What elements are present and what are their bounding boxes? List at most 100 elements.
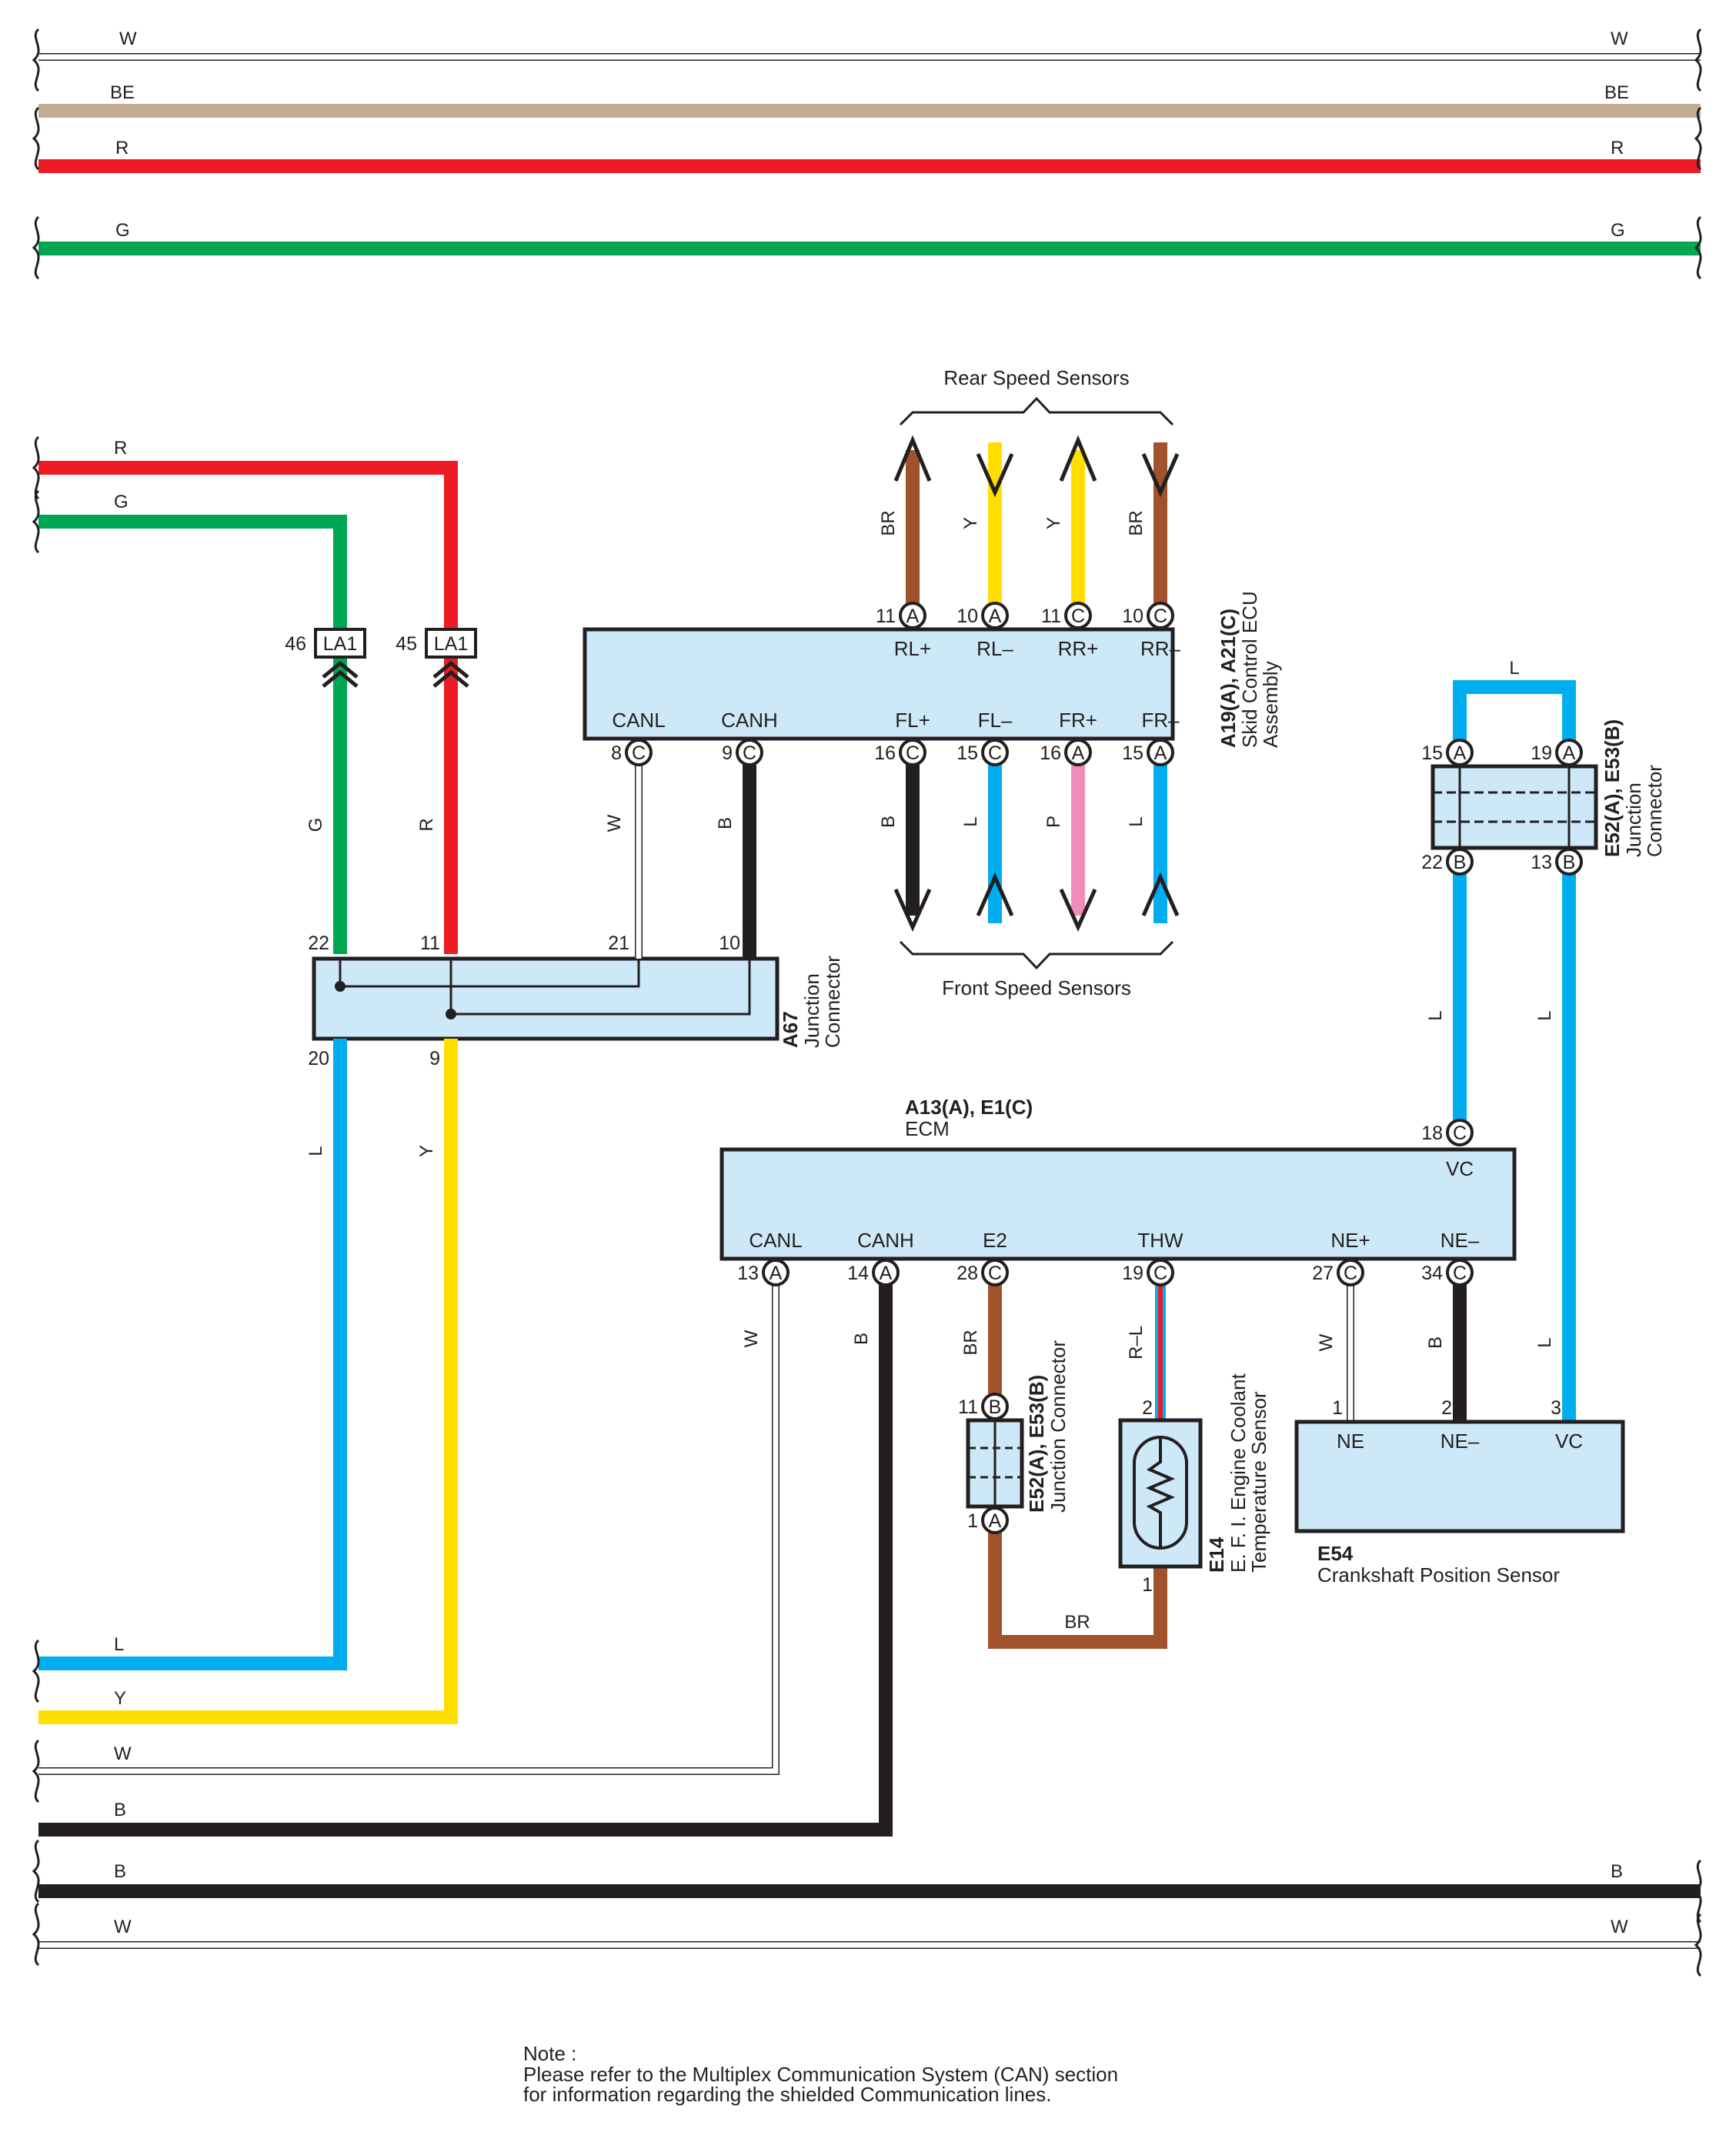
a67-code: A67 xyxy=(779,1011,802,1048)
rear-wire-rlm: Y xyxy=(960,442,1014,616)
ecm-pin-nep-conn: C xyxy=(1344,1263,1357,1284)
top-wire-be-label-right: BE xyxy=(1604,82,1629,103)
front-sensors-label: Front Speed Sensors xyxy=(942,976,1131,999)
e54-pin-1: 1 xyxy=(1332,1397,1343,1419)
ecu-sig-rrp: RR+ xyxy=(1058,637,1099,660)
left-wire-g-label: G xyxy=(114,492,129,512)
left-wire-b-label: B xyxy=(114,1800,126,1820)
note-line2: Please refer to the Multiplex Communicat… xyxy=(523,2063,1118,2086)
ecu-pin-canh-conn: C xyxy=(743,742,756,764)
la1-name-r: LA1 xyxy=(434,633,468,655)
ecm-sig-canh: CANH xyxy=(857,1229,914,1252)
top-wire-w-label-left: W xyxy=(119,28,137,49)
e14-pin-2: 2 xyxy=(1142,1397,1153,1419)
bottom-wire-w-label-left: W xyxy=(114,1917,132,1937)
a67-wire-g-label: G xyxy=(305,818,326,832)
front-wire-flp-label: B xyxy=(878,816,899,828)
rear-wire-rrm-label: BR xyxy=(1126,510,1147,536)
jc-right-pin-19-num: 19 xyxy=(1531,742,1552,764)
e14-pin-1: 1 xyxy=(1142,1574,1153,1596)
a67-desc-line1: Junction xyxy=(800,973,823,1048)
front-sensors-bracket: Front Speed Sensors xyxy=(899,940,1174,999)
ecu-pin-flm-conn: C xyxy=(988,742,1002,764)
ecu-pin-rrm: C 10 xyxy=(1122,602,1174,629)
ecm-pin-nem: C 34 xyxy=(1421,1259,1474,1286)
a67-pin-10: 10 xyxy=(719,933,740,954)
ecm-sig-canl: CANL xyxy=(749,1229,802,1252)
ecm-wire-thw-label: R–L xyxy=(1126,1326,1147,1360)
left-wire-l: L L xyxy=(38,1039,347,1670)
top-wire-g-label-left: G xyxy=(115,220,130,241)
e54-code: E54 xyxy=(1317,1542,1354,1565)
ecm-wire-nep: W xyxy=(1316,1273,1354,1422)
jc-small-desc: Junction Connector xyxy=(1047,1340,1070,1513)
e54-crankshaft-sensor: NE NE– VC 1 2 3 E54 Crankshaft Position … xyxy=(1294,1397,1625,1586)
jc-right-pin-22-num: 22 xyxy=(1421,852,1443,873)
ecm-wire-nep-label: W xyxy=(1316,1333,1337,1351)
e54-sig-ne: NE xyxy=(1337,1430,1364,1453)
jc-right-pin-13: B 13 xyxy=(1531,848,1583,876)
jc-right-pin-22: B 22 xyxy=(1421,848,1474,876)
bottom-wire-w-label-right: W xyxy=(1611,1917,1628,1937)
note-line3: for information regarding the shielded C… xyxy=(523,2083,1051,2106)
left-wire-b: B B xyxy=(38,1273,893,1837)
jc-right-pin-13-num: 13 xyxy=(1531,852,1552,873)
jc-small-connector: E52(A), E53(B) Junction Connector xyxy=(966,1340,1070,1513)
ecm-wire-canl-label: W xyxy=(741,1330,762,1347)
rear-wire-rrp: Y xyxy=(1043,435,1097,616)
ecu-pin-rrp-conn: C xyxy=(1071,606,1085,627)
ecu-pin-canl-num: 8 xyxy=(611,742,622,764)
left-wire-g: G xyxy=(38,492,347,954)
top-wire-r-label-left: R xyxy=(115,138,129,158)
front-wire-frm-label: L xyxy=(1126,816,1147,826)
ecu-pin-canl: C 8 xyxy=(611,739,653,766)
a67-wire-y-label: Y xyxy=(416,1145,437,1157)
ecu-sig-rlm: RL– xyxy=(976,637,1013,660)
la1-pin-46: 46 xyxy=(285,633,306,655)
jc-right-wires: L L L xyxy=(1425,658,1576,1422)
ecu-sig-frp: FR+ xyxy=(1059,709,1097,732)
ecu-pin-rrm-conn: C xyxy=(1153,606,1167,627)
ecu-sig-canh: CANH xyxy=(721,709,778,732)
left-upper-braces xyxy=(32,435,40,554)
jc-right-desc-line2: Connector xyxy=(1643,765,1666,857)
rear-wire-rlm-label: Y xyxy=(960,517,981,529)
ecu-pin-frm-conn: A xyxy=(1154,742,1167,764)
left-wire-l-label: L xyxy=(114,1634,124,1655)
ecu-pin-flm: C 15 xyxy=(956,739,1009,766)
left-wire-r-label: R xyxy=(114,438,127,459)
ecm-pin-nem-conn: C xyxy=(1453,1263,1467,1284)
e14-loop-wire-label: BR xyxy=(1064,1612,1090,1633)
e54-sig-nem: NE– xyxy=(1441,1430,1480,1453)
e54-pin-3: 3 xyxy=(1551,1397,1561,1419)
jc-right-pin-19: A 19 xyxy=(1531,739,1583,766)
a67-junction-connector: 22 11 21 10 20 9 A67 Junction Connector xyxy=(308,933,844,1069)
skid-control-ecu: RL+ RL– RR+ RR– CANL CANH FL+ FL– FR+ FR… xyxy=(583,591,1282,748)
ecu-pin-canh-num: 9 xyxy=(722,742,733,764)
ecm-sig-nem: NE– xyxy=(1441,1229,1480,1252)
top-wire-w-label-right: W xyxy=(1611,28,1628,49)
ecm-sig-vc: VC xyxy=(1446,1157,1474,1180)
bottom-wire-b-label-left: B xyxy=(114,1861,126,1882)
ecu-desc-line1: Skid Control ECU xyxy=(1238,591,1261,748)
ecm-sig-thw: THW xyxy=(1137,1229,1183,1252)
ecu-pin-canh: C 9 xyxy=(722,739,763,766)
jc-small-pin-bot: A 1 xyxy=(967,1506,1009,1534)
ecm-code: A13(A), E1(C) xyxy=(905,1096,1033,1119)
jc-right-pin-13-conn: B xyxy=(1563,852,1576,873)
bottom-wire-w: W W xyxy=(38,1917,1701,1949)
ecu-sig-flm: FL– xyxy=(978,709,1013,732)
ecm-pin-nem-num: 34 xyxy=(1421,1263,1443,1284)
jc-right-pin-19-conn: A xyxy=(1563,742,1576,764)
ecu-pin-rrp-num: 11 xyxy=(1041,606,1061,627)
jc-small-pin-top: B 11 xyxy=(958,1393,1009,1420)
ecu-pin-rlm: A 10 xyxy=(956,602,1009,629)
ecm-pin-nep-num: 27 xyxy=(1312,1263,1334,1284)
jc-right-pin-22-conn: B xyxy=(1454,852,1467,873)
ecm: A13(A), E1(C) ECM VC CANL CANH E2 THW NE… xyxy=(719,1096,1517,1261)
ecm-pin-vc-conn: C xyxy=(1453,1123,1467,1144)
ecm-pin-e2: C 28 xyxy=(956,1259,1009,1286)
a67-wire-r-label: R xyxy=(416,818,437,831)
front-wire-flm-label: L xyxy=(960,816,981,826)
